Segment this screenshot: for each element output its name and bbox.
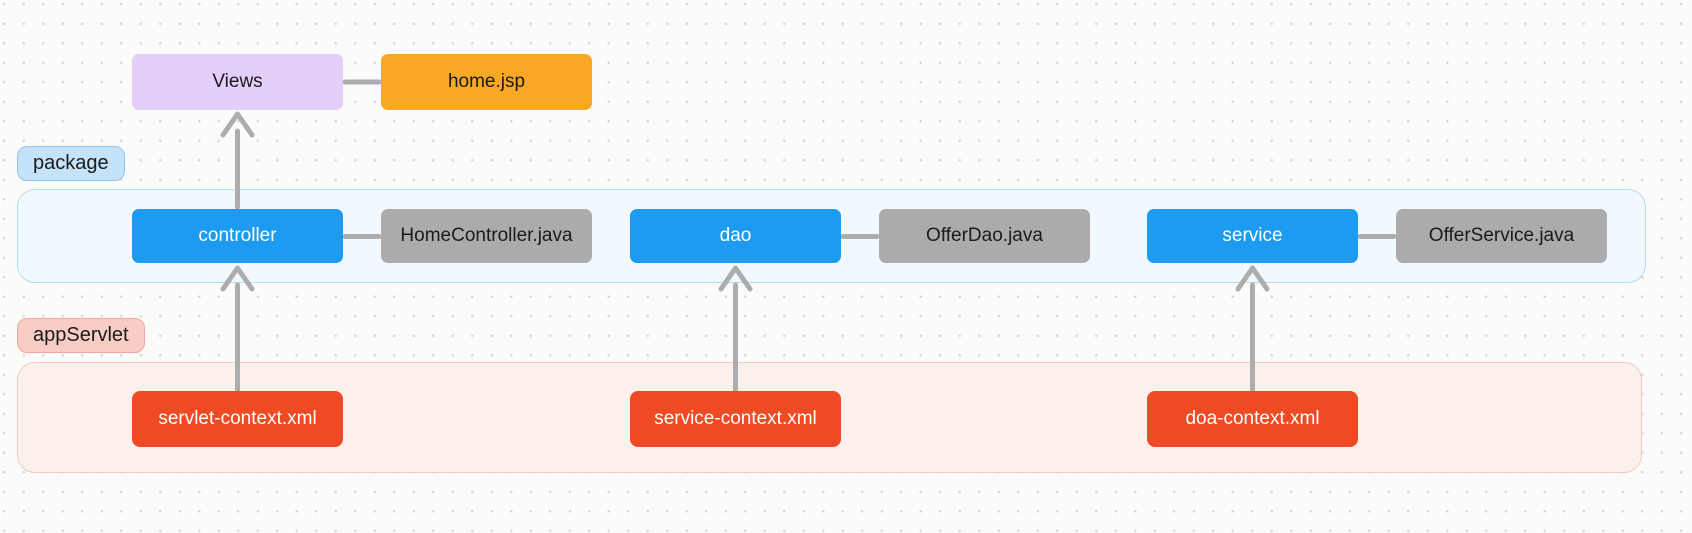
- node-doa-context-xml[interactable]: doa-context.xml: [1147, 391, 1358, 447]
- node-offerdao-java[interactable]: OfferDao.java: [879, 209, 1090, 263]
- node-service[interactable]: service: [1147, 209, 1358, 263]
- node-home-jsp[interactable]: home.jsp: [381, 54, 592, 110]
- node-servlet-context-xml[interactable]: servlet-context.xml: [132, 391, 343, 447]
- appservlet-group-badge[interactable]: appServlet: [17, 318, 145, 353]
- appservlet-group-label: appServlet: [33, 324, 129, 346]
- package-group-badge[interactable]: package: [17, 146, 125, 181]
- node-views[interactable]: Views: [132, 54, 343, 110]
- node-homecontroller-java[interactable]: HomeController.java: [381, 209, 592, 263]
- package-group-label: package: [33, 152, 109, 174]
- node-controller[interactable]: controller: [132, 209, 343, 263]
- node-offerservice-java[interactable]: OfferService.java: [1396, 209, 1607, 263]
- node-service-context-xml[interactable]: service-context.xml: [630, 391, 841, 447]
- node-dao[interactable]: dao: [630, 209, 841, 263]
- arrow-controller-to-views-head: [220, 111, 255, 138]
